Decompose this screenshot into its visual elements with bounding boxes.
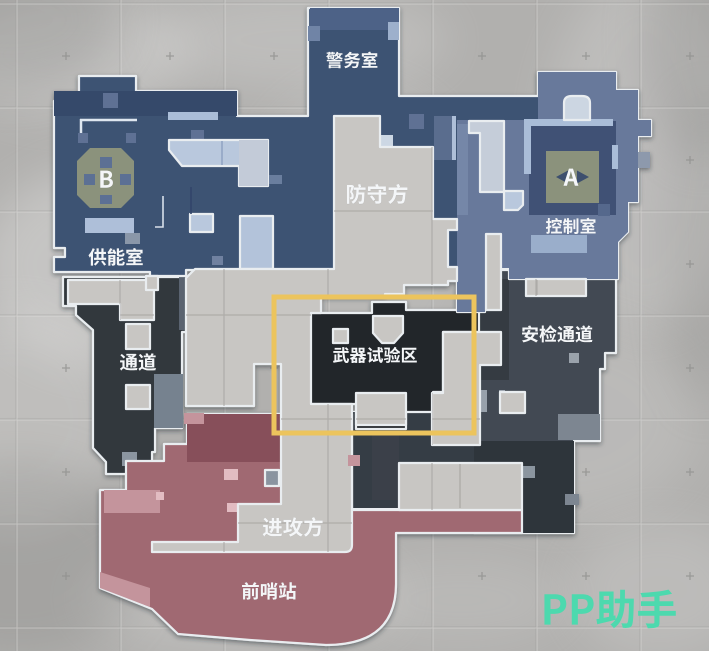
control-room-band [531, 235, 587, 253]
passage-door[interactable] [124, 322, 152, 351]
security-block [565, 494, 579, 505]
label-defenders [347, 183, 408, 204]
supply-deco-square [78, 133, 88, 143]
supply-deco-square [103, 93, 118, 108]
a-door-arch [562, 94, 592, 122]
site-b-marker-square [100, 195, 112, 204]
attacker-pink-patch [227, 503, 237, 512]
police-top-strip [310, 8, 399, 30]
supply-thin-wall [79, 118, 137, 134]
weapon-test-slot[interactable] [371, 314, 405, 345]
attacker-pink-patch [348, 455, 360, 466]
a-slate-strip [457, 124, 468, 215]
deco-square [212, 256, 223, 265]
supply-slate-rect [125, 233, 140, 244]
supply-l-room-right [239, 140, 268, 186]
corridor-strip[interactable] [484, 232, 503, 312]
thin-wall [155, 196, 164, 228]
police-corner-block [388, 22, 399, 40]
attacker-pink-patch [224, 469, 238, 480]
label-attackers [262, 517, 323, 537]
z-room[interactable] [430, 330, 503, 447]
site-b-marker-square [100, 157, 112, 168]
supply-top-band [54, 91, 237, 116]
label-outpost [242, 582, 297, 600]
attacker-pink-zone [100, 572, 150, 607]
supply-deco-square [126, 133, 136, 143]
security-room[interactable] [498, 390, 527, 415]
label-security-channel [522, 325, 593, 343]
label-passage [119, 353, 157, 371]
deco-square [598, 204, 610, 216]
weapon-test-room[interactable] [354, 391, 408, 427]
a-room-small [502, 189, 525, 212]
a-wall-strip [612, 145, 618, 169]
passage-door[interactable] [124, 383, 152, 411]
a-wall-strip [452, 116, 456, 160]
site-a-wing [577, 170, 589, 184]
charcoal-marker [480, 390, 487, 412]
deco-square [381, 135, 393, 146]
security-block [522, 466, 535, 478]
map-labels [88, 51, 596, 600]
attacker-pink-patch [184, 413, 204, 424]
label-police-office [326, 51, 378, 69]
tiny-room[interactable] [144, 274, 160, 292]
supply-light-rect [85, 218, 134, 233]
deco-square-bg [638, 152, 650, 168]
police-corner-block [308, 26, 320, 41]
security-block [558, 414, 600, 440]
a-room-tall [467, 119, 506, 194]
security-block [569, 353, 579, 363]
supply-stub [269, 175, 282, 184]
attacker-pink-zone [104, 490, 160, 513]
security-dark-patch [372, 433, 399, 500]
door-column [238, 214, 275, 271]
site-b-marker-square [84, 174, 95, 185]
security-room[interactable] [524, 277, 588, 298]
supply-wall-strip [168, 112, 218, 120]
a-wall-strip [529, 119, 613, 126]
a-wall-strip [524, 119, 531, 174]
label-control-room [545, 217, 596, 235]
watermark-pp-assistant [544, 589, 676, 629]
rooms [66, 114, 588, 554]
band-deco-square [409, 114, 424, 129]
attacker-pink-patch [156, 492, 164, 500]
site-b-letter [100, 170, 113, 188]
passage-wall [179, 277, 186, 330]
label-power-room [88, 248, 143, 266]
site-a-letter [563, 168, 579, 186]
passage-block [154, 374, 183, 428]
site-b-marker-square [120, 174, 131, 185]
highlight-rectangle[interactable] [271, 294, 477, 436]
pillar-room [188, 212, 215, 234]
site-a-wing [556, 170, 568, 184]
attacker-edge-block [263, 468, 281, 488]
weapon-test-square[interactable] [331, 327, 350, 345]
label-weapon-test-area [333, 346, 417, 364]
a-slate-block [434, 116, 456, 160]
